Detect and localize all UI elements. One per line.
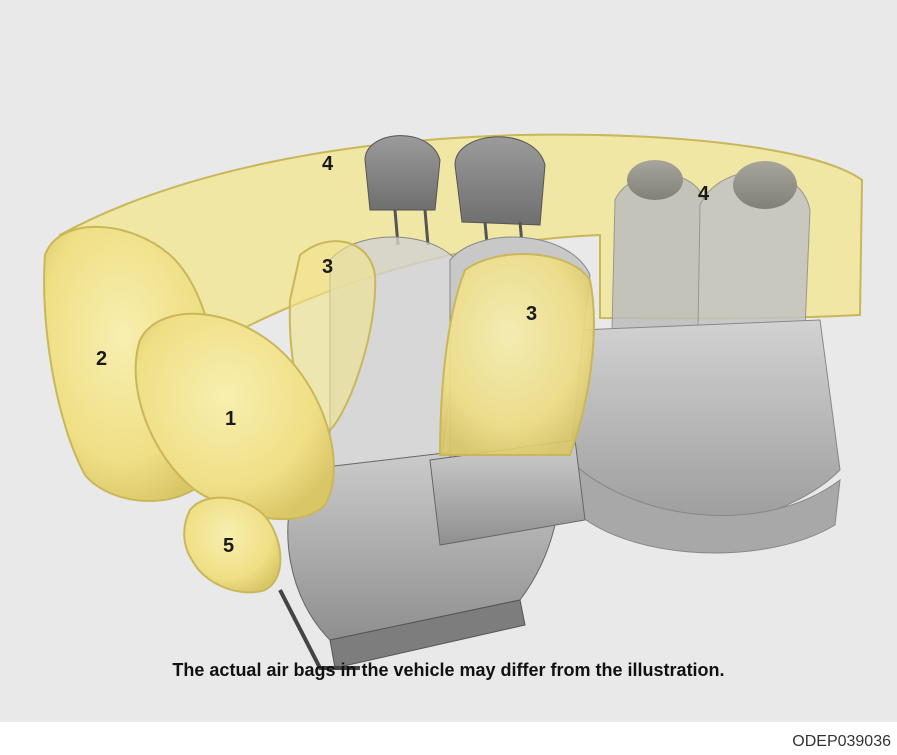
airbag-diagram: 1 5 2 4 4 3 3 — [0, 0, 897, 722]
label-curtain-rear: 4 — [698, 183, 710, 205]
figure-code: ODEP039036 — [792, 733, 891, 751]
side-airbag-passenger — [440, 254, 594, 455]
figure-caption: The actual air bags in the vehicle may d… — [0, 660, 897, 681]
label-side-front-driver: 3 — [322, 256, 333, 278]
label-side-front-passenger: 3 — [526, 303, 537, 325]
label-knee-airbag: 5 — [223, 535, 234, 557]
label-driver-side-airbag: 2 — [96, 348, 107, 370]
label-driver-front-airbag: 1 — [225, 408, 236, 430]
label-curtain-front: 4 — [322, 153, 334, 175]
